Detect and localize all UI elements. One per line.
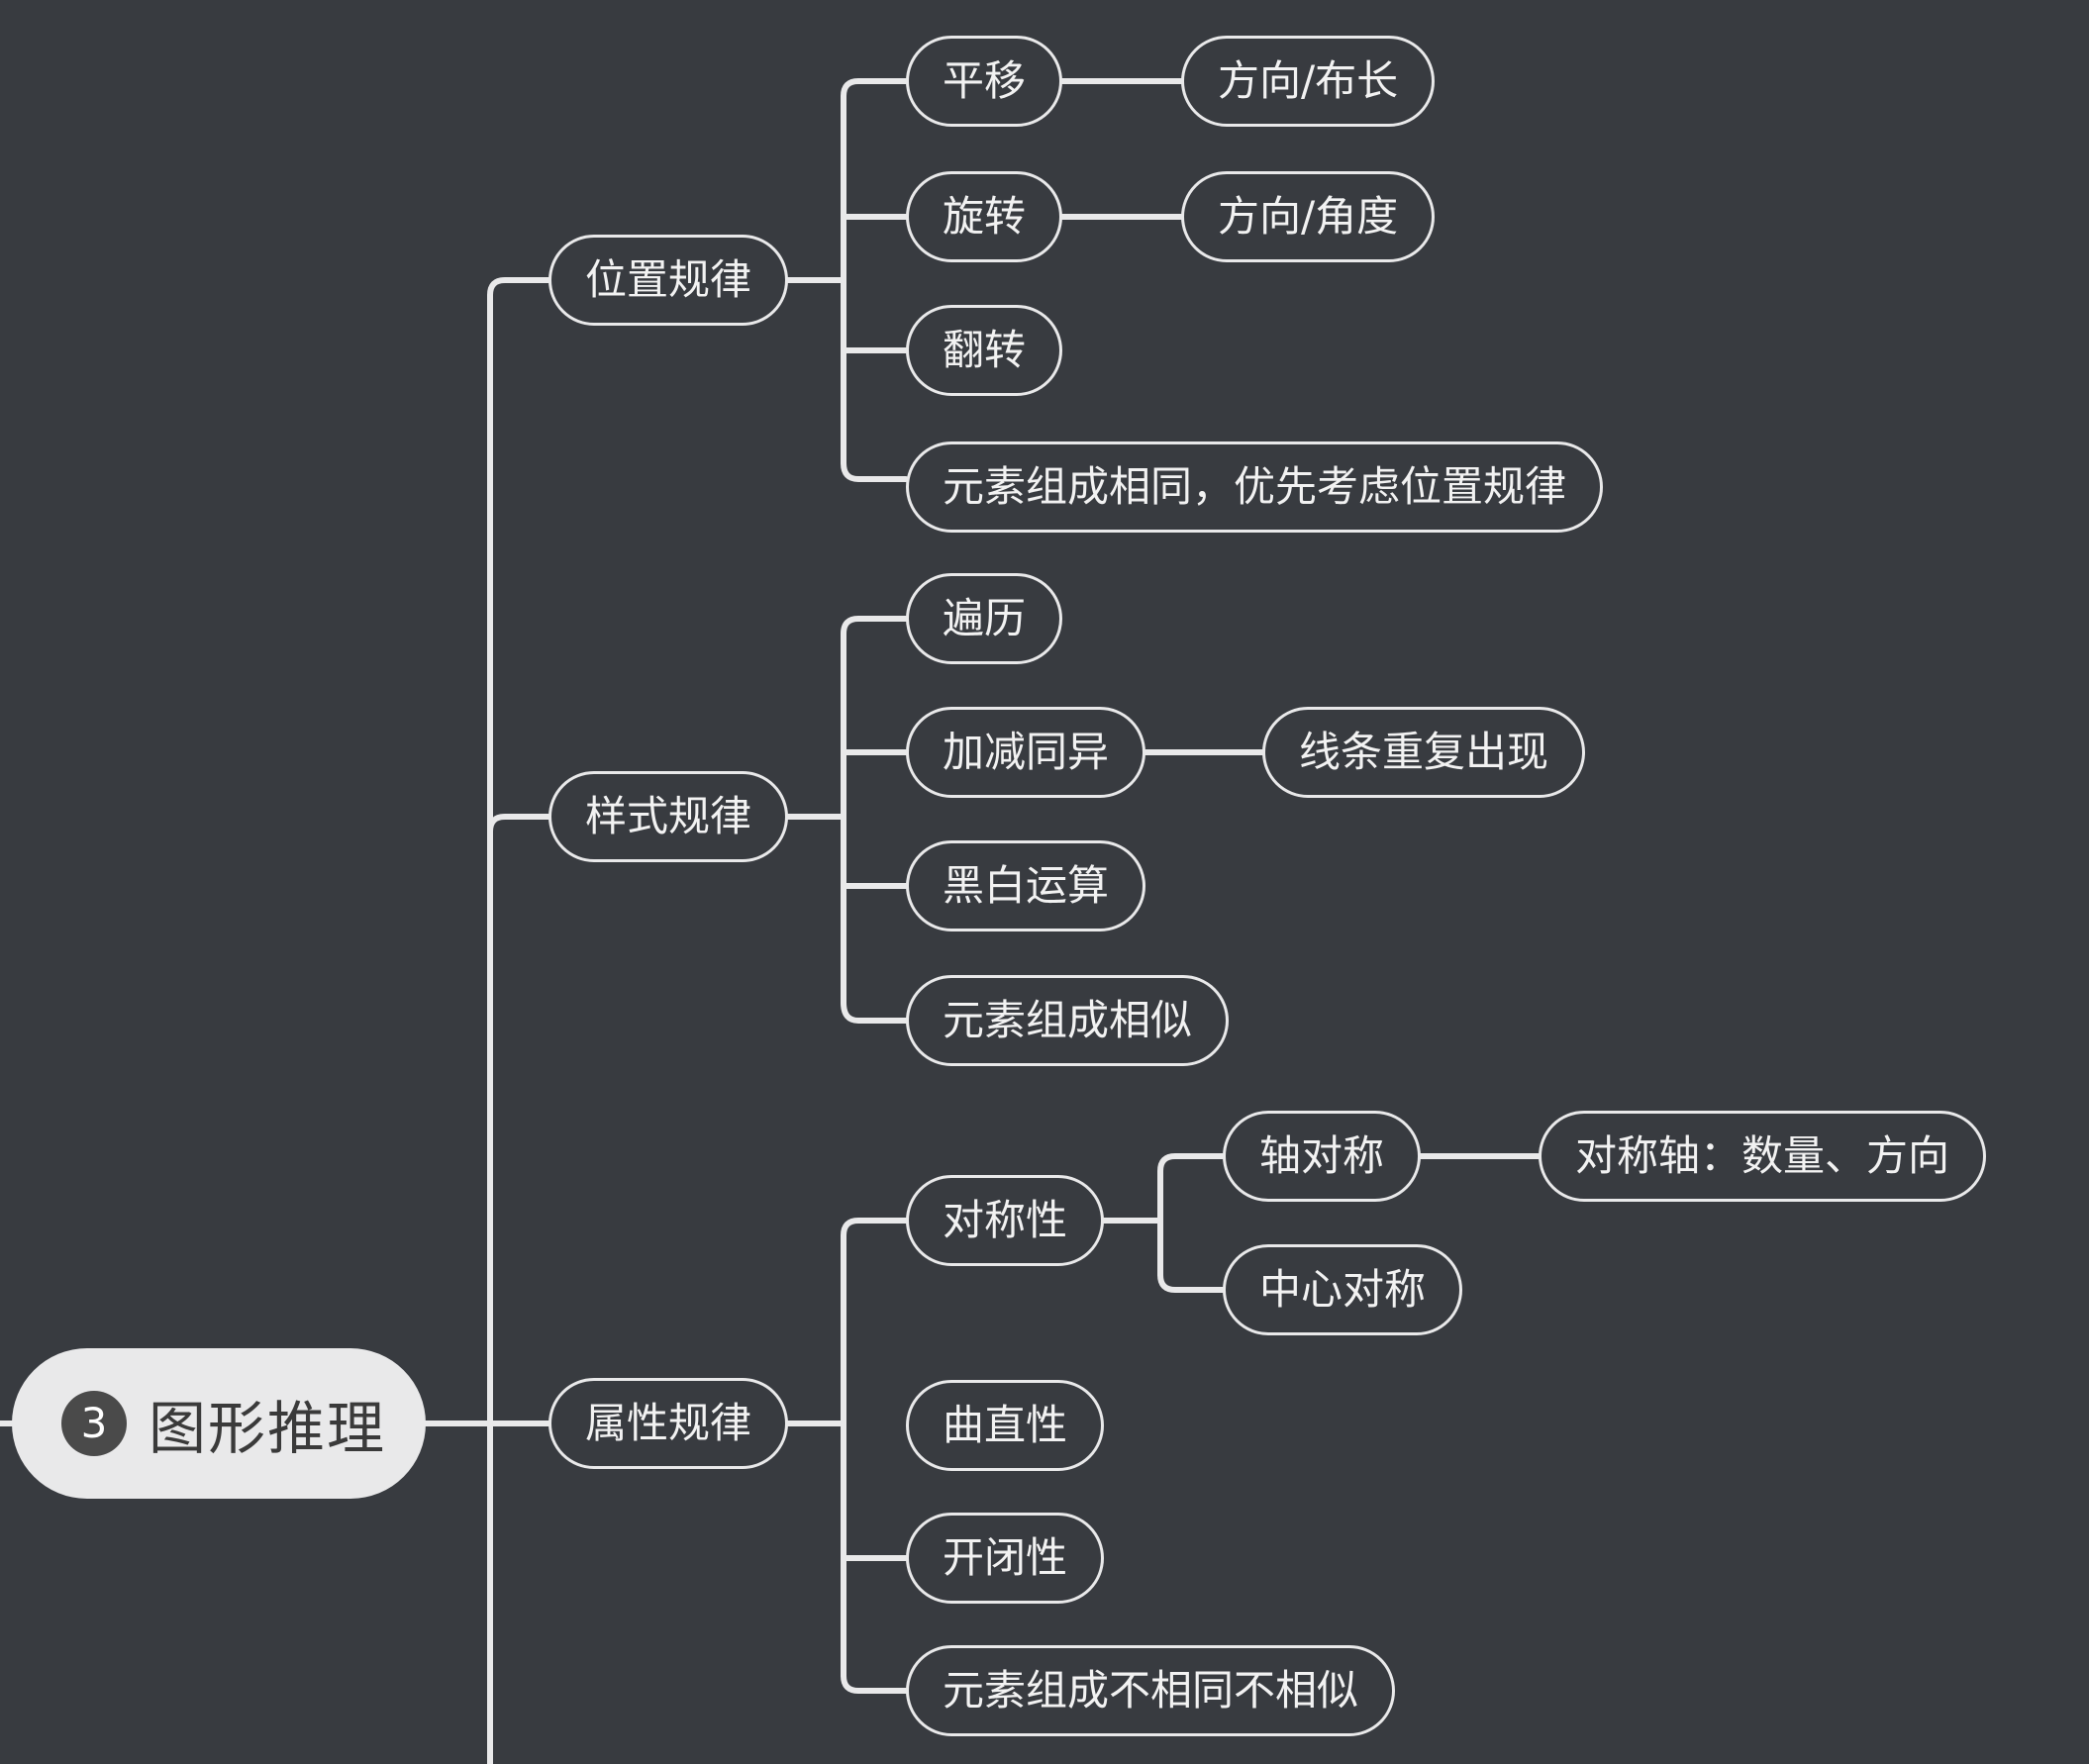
attribute-rule-node[interactable]: 属性规律 <box>548 1378 789 1469</box>
add-sub-detail-node[interactable]: 线条重复出现 <box>1262 707 1586 798</box>
root-node[interactable]: 3 图形推理 <box>12 1348 426 1499</box>
attribute-spine <box>841 1673 909 1694</box>
root-number-badge: 3 <box>61 1391 127 1456</box>
different-elements-node[interactable]: 元素组成不相同不相似 <box>906 1645 1396 1736</box>
style-spine <box>841 616 909 1006</box>
translate-node[interactable]: 平移 <box>906 36 1063 127</box>
symmetry-spine <box>1157 1272 1226 1293</box>
attribute-spine <box>841 1218 909 1679</box>
position-rule-node[interactable]: 位置规律 <box>548 235 789 326</box>
root-label: 图形推理 <box>149 1395 387 1462</box>
style-rule-node[interactable]: 样式规律 <box>548 771 789 862</box>
axial-symmetry-node[interactable]: 轴对称 <box>1223 1111 1422 1202</box>
rotate-detail-node[interactable]: 方向/角度 <box>1181 171 1436 262</box>
style-spine <box>841 1000 909 1024</box>
trunk-line <box>487 277 551 1764</box>
symmetry-node[interactable]: 对称性 <box>906 1175 1105 1266</box>
central-symmetry-node[interactable]: 中心对称 <box>1223 1244 1463 1335</box>
translate-detail-node[interactable]: 方向/布长 <box>1181 36 1436 127</box>
rotate-node[interactable]: 旋转 <box>906 171 1063 262</box>
black-white-node[interactable]: 黑白运算 <box>906 840 1146 931</box>
curve-node[interactable]: 曲直性 <box>906 1380 1105 1471</box>
position-spine <box>841 78 909 466</box>
symmetry-spine <box>1157 1153 1226 1278</box>
similar-elements-node[interactable]: 元素组成相似 <box>906 975 1230 1066</box>
traverse-node[interactable]: 遍历 <box>906 573 1063 664</box>
position-spine <box>841 460 909 482</box>
trunk-to-style <box>487 814 551 834</box>
add-sub-node[interactable]: 加减同异 <box>906 707 1146 798</box>
axial-detail-node[interactable]: 对称轴：数量、方向 <box>1539 1111 1987 1202</box>
flip-node[interactable]: 翻转 <box>906 305 1063 396</box>
same-elements-node[interactable]: 元素组成相同，优先考虑位置规律 <box>906 441 1604 533</box>
open-closed-node[interactable]: 开闭性 <box>906 1513 1105 1604</box>
